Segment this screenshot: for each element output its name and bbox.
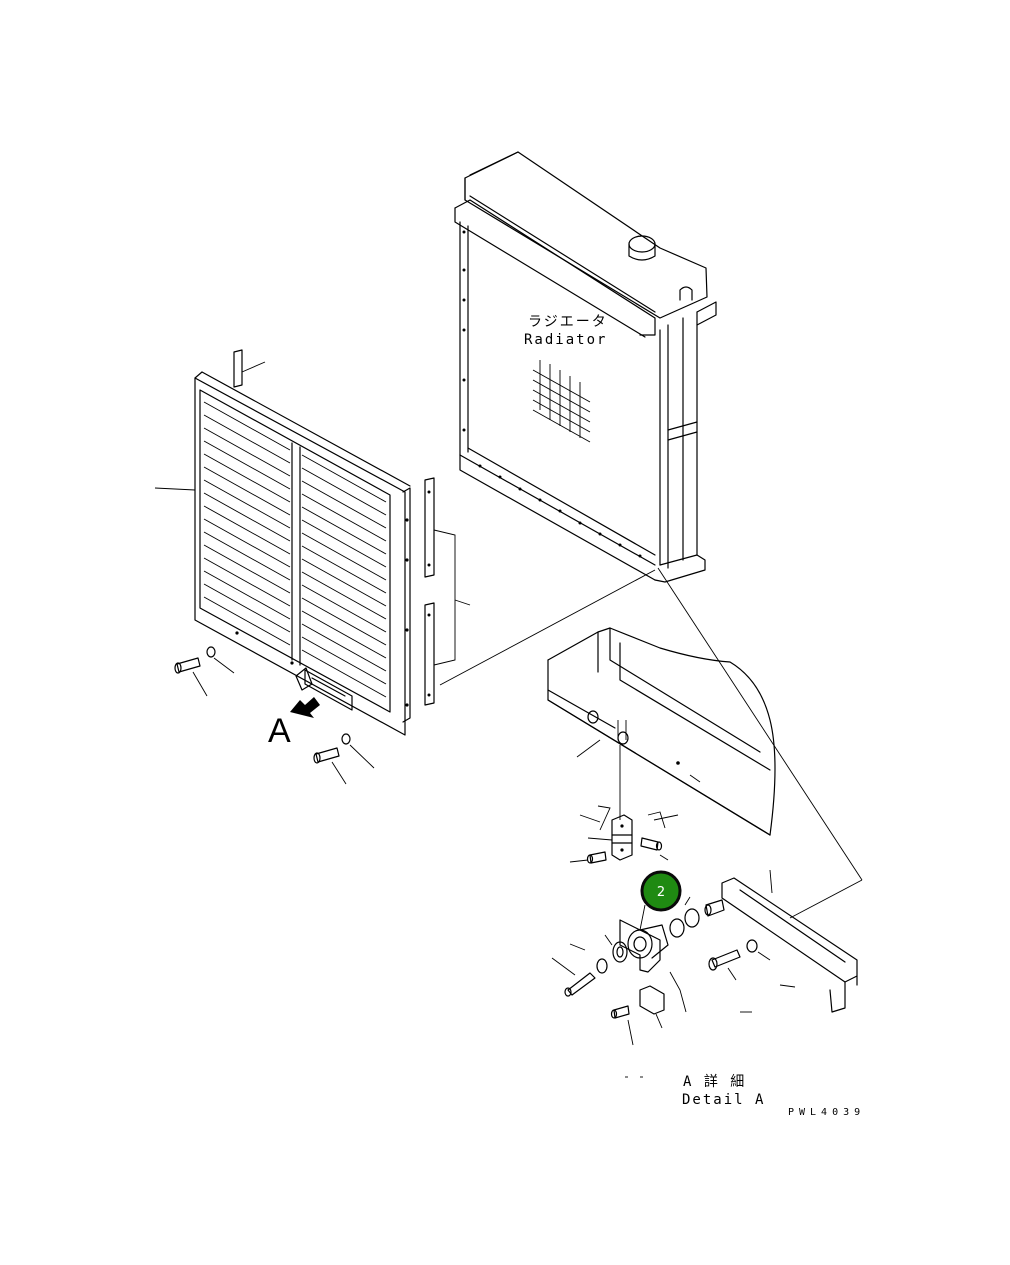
- radiator-core-mesh: [532, 360, 591, 443]
- bottom-flange-holes: [478, 464, 642, 558]
- detail-caption-jp: A 詳 細: [683, 1074, 746, 1090]
- frame-section-drawing: [547, 627, 776, 836]
- leader-line: [439, 569, 656, 686]
- part-callout-2[interactable]: 2: [640, 870, 682, 912]
- detail-caption-en: Detail A: [682, 1092, 765, 1108]
- louvre-grille-drawing: [194, 349, 435, 736]
- leader-line: [657, 567, 863, 881]
- leader-line: [154, 487, 196, 491]
- view-arrow-a: A: [268, 697, 320, 750]
- detail-a-hardware: [551, 805, 863, 1046]
- left-flange-holes: [462, 230, 466, 432]
- callout-number[interactable]: 2: [657, 885, 665, 900]
- radiator-label-jp: ラジエータ: [528, 314, 608, 330]
- leader-line: [241, 361, 266, 373]
- leader-line: [454, 599, 471, 606]
- grille-bolts: [174, 646, 375, 785]
- drawing-code: PWL4039: [788, 1107, 865, 1118]
- detail-letter: A: [268, 712, 291, 750]
- callout-circle[interactable]: [640, 870, 682, 912]
- radiator-label-en: Radiator: [524, 332, 607, 348]
- louvre-slats: [203, 401, 387, 698]
- radiator-drawing: ラジエータ Radiator: [454, 151, 717, 583]
- leader-line: [433, 529, 456, 666]
